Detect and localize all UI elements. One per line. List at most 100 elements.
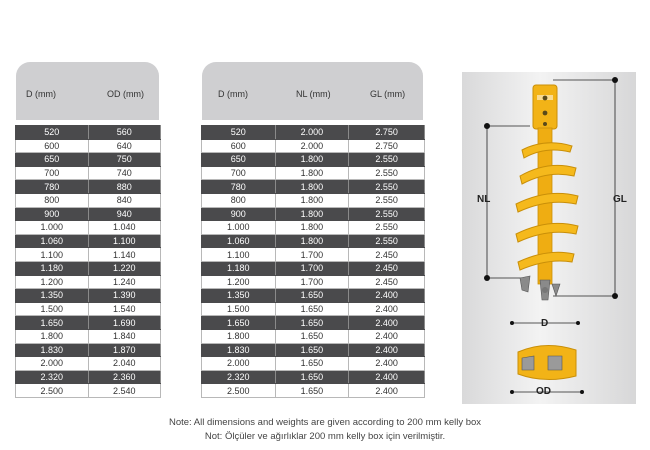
table-cell: 1.060 xyxy=(15,233,89,249)
table-cell: 2.400 xyxy=(348,369,425,385)
table-cell: 1.800 xyxy=(274,179,350,194)
table-cell: 1.800 xyxy=(274,233,350,249)
table-cell: 1.700 xyxy=(274,247,350,262)
table-cell: 800 xyxy=(201,192,276,208)
table-cell: 1.650 xyxy=(15,315,89,330)
table-cell: 2.750 xyxy=(348,125,425,140)
table-cell: 1.100 xyxy=(201,247,276,262)
table-cell: 650 xyxy=(15,152,89,167)
table-cell: 2.400 xyxy=(348,342,425,358)
table-cell: 1.800 xyxy=(274,220,350,235)
table-cell: 780 xyxy=(201,179,276,194)
table-cell: 600 xyxy=(201,138,276,154)
table-cell: 2.400 xyxy=(348,383,425,398)
table-cell: 1.350 xyxy=(15,288,89,303)
table-cell: 2.750 xyxy=(348,138,425,154)
table-cell: 2.550 xyxy=(348,165,425,181)
gl-label: GL xyxy=(613,194,627,205)
table-cell: 1.650 xyxy=(274,342,350,358)
table-cell: 780 xyxy=(15,179,89,194)
table-cell: 520 xyxy=(15,125,89,140)
table-cell: 2.000 xyxy=(274,138,350,154)
table-cell: 1.540 xyxy=(87,301,161,317)
table-cell: 2.550 xyxy=(348,206,425,222)
table-cell: 1.100 xyxy=(87,233,161,249)
table-cell: 1.650 xyxy=(274,369,350,385)
table-cell: 1.700 xyxy=(274,274,350,290)
nl-label: NL xyxy=(477,194,491,205)
table-cell: 1.690 xyxy=(87,315,161,330)
table-cell: 2.400 xyxy=(348,315,425,330)
table-cell: 1.840 xyxy=(87,328,161,344)
note-turkish: Not: Ölçüler ve ağırlıklar 200 mm kelly … xyxy=(204,431,446,442)
table-cell: 1.800 xyxy=(274,192,350,208)
table-cell: 2.320 xyxy=(201,369,276,385)
table-cell: 1.650 xyxy=(274,288,350,303)
od-label: OD xyxy=(536,386,551,397)
table1-header-d: D (mm) xyxy=(26,89,56,99)
table-cell: 1.800 xyxy=(15,328,89,344)
table-cell: 2.450 xyxy=(348,247,425,262)
table-cell: 2.360 xyxy=(87,369,161,385)
table-cell: 2.550 xyxy=(348,192,425,208)
table1-header-od: OD (mm) xyxy=(107,89,144,99)
table-cell: 880 xyxy=(87,179,161,194)
table2-header-nl: NL (mm) xyxy=(296,89,331,99)
table-cell: 1.870 xyxy=(87,342,161,358)
table-cell: 2.500 xyxy=(201,383,276,398)
table-cell: 1.650 xyxy=(274,315,350,330)
table-cell: 1.800 xyxy=(274,206,350,222)
table-cell: 2.040 xyxy=(87,356,161,371)
table-cell: 1.180 xyxy=(201,260,276,276)
table-cell: 1.650 xyxy=(274,383,350,398)
table-cell: 1.200 xyxy=(15,274,89,290)
table-cell: 1.100 xyxy=(15,247,89,262)
table-cell: 1.240 xyxy=(87,274,161,290)
table-cell: 800 xyxy=(15,192,89,208)
table-cell: 2.540 xyxy=(87,383,161,398)
table2-header-gl: GL (mm) xyxy=(370,89,406,99)
table-cell: 900 xyxy=(15,206,89,222)
table-cell: 600 xyxy=(15,138,89,154)
table-cell: 2.400 xyxy=(348,288,425,303)
table-cell: 2.500 xyxy=(15,383,89,398)
table-cell: 1.000 xyxy=(201,220,276,235)
table-cell: 2.550 xyxy=(348,233,425,249)
table-cell: 650 xyxy=(201,152,276,167)
table2-header-d: D (mm) xyxy=(218,89,248,99)
table-cell: 2.450 xyxy=(348,260,425,276)
table-cell: 1.390 xyxy=(87,288,161,303)
table-cell: 1.180 xyxy=(15,260,89,276)
table-cell: 2.400 xyxy=(348,356,425,371)
table-cell: 900 xyxy=(201,206,276,222)
table-cell: 1.830 xyxy=(201,342,276,358)
table-cell: 1.350 xyxy=(201,288,276,303)
table-cell: 840 xyxy=(87,192,161,208)
table-cell: 2.320 xyxy=(15,369,89,385)
